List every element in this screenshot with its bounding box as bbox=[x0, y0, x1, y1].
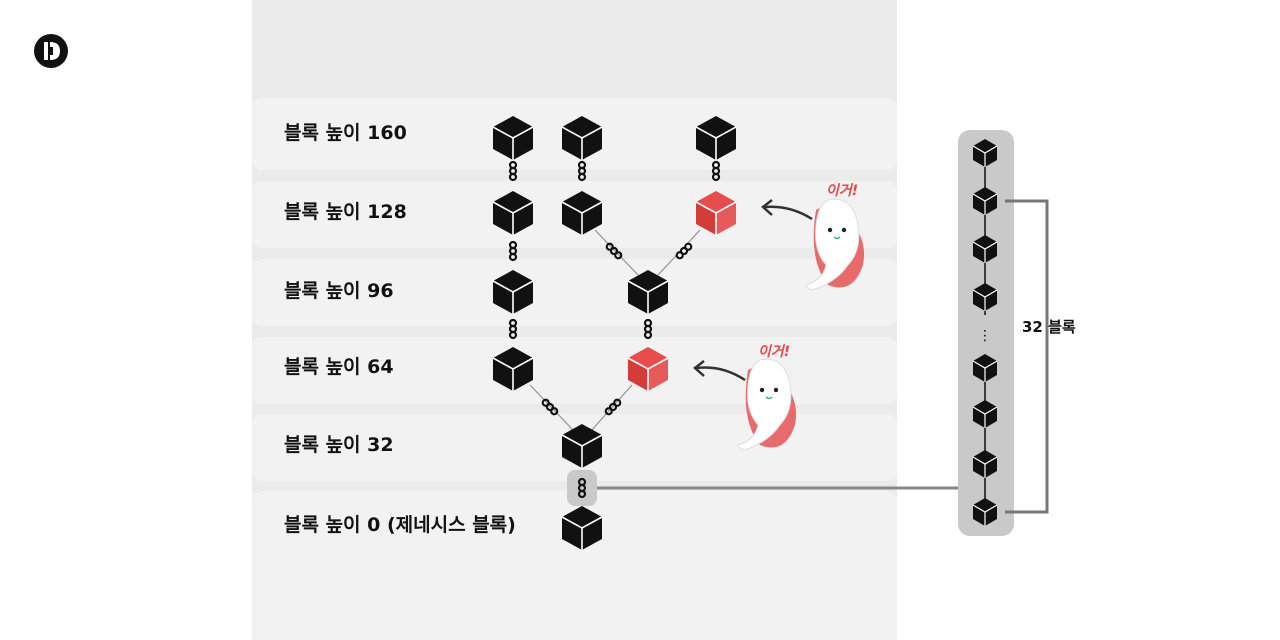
pointer-arrow bbox=[696, 366, 746, 382]
block-128-highlighted bbox=[695, 190, 737, 236]
pointer-arrow bbox=[761, 199, 773, 216]
block-160-c bbox=[695, 115, 737, 161]
chain-link bbox=[674, 241, 694, 261]
chain-link bbox=[604, 241, 624, 261]
chain-link bbox=[508, 160, 518, 182]
row-label-64: 블록 높이 64 bbox=[284, 356, 394, 378]
ghost-icon bbox=[805, 198, 865, 291]
row-label-genesis: 블록 높이 0 (제네시스 블록) bbox=[284, 514, 516, 536]
row-label-160: 블록 높이 160 bbox=[284, 122, 407, 144]
block-genesis bbox=[561, 505, 603, 551]
pointer-arrow bbox=[764, 205, 813, 221]
block-128-a bbox=[492, 190, 534, 236]
genesis-link-highlight bbox=[567, 470, 597, 506]
block-160-b bbox=[561, 115, 603, 161]
block-128-b bbox=[561, 190, 603, 236]
chain-link bbox=[508, 318, 518, 340]
brand-logo-icon bbox=[34, 34, 68, 68]
row-label-128: 블록 높이 128 bbox=[284, 201, 407, 223]
callout-text: 이거! bbox=[758, 344, 791, 360]
chain-link bbox=[711, 160, 721, 182]
side-chain-label: 32 블록 bbox=[1022, 318, 1076, 336]
chain-link bbox=[643, 318, 653, 340]
block-160-a bbox=[492, 115, 534, 161]
side-chain-panel bbox=[958, 130, 1014, 536]
block-64-a bbox=[492, 346, 534, 392]
block-32 bbox=[561, 423, 603, 469]
side-ellipsis: ⋮ bbox=[978, 328, 992, 344]
bracket-32-blocks bbox=[1005, 199, 1049, 514]
row-label-32: 블록 높이 32 bbox=[284, 434, 394, 456]
row-band-96 bbox=[252, 259, 897, 326]
ghost-icon bbox=[737, 358, 797, 451]
block-96-b bbox=[627, 269, 669, 315]
row-label-96: 블록 높이 96 bbox=[284, 280, 394, 302]
pointer-arrow bbox=[693, 360, 705, 377]
callout-text: 이거! bbox=[826, 183, 859, 199]
block-64-highlighted bbox=[627, 346, 669, 392]
chain-link bbox=[508, 240, 518, 262]
chain-link bbox=[540, 397, 560, 417]
block-96-a bbox=[492, 269, 534, 315]
chain-link bbox=[577, 160, 587, 182]
